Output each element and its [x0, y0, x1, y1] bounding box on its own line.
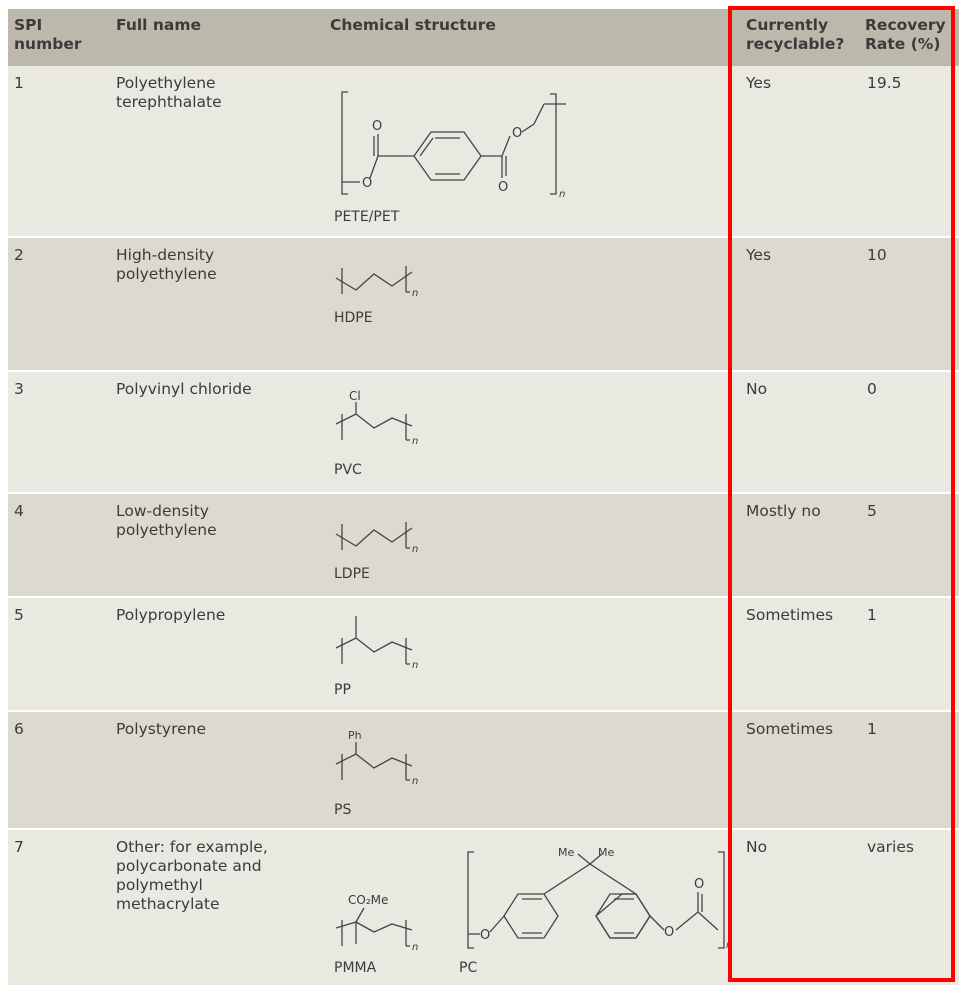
- svg-text:O: O: [498, 180, 508, 195]
- row-divider: [8, 596, 959, 598]
- svg-text:O: O: [480, 928, 490, 943]
- header-recovery-rate: Recovery Rate (%): [865, 16, 946, 53]
- recovery-rate: 10: [867, 246, 887, 264]
- table-row: 4 Low-density polyethylene n LDPE Mostly…: [8, 494, 959, 596]
- svg-text:Me: Me: [598, 846, 614, 859]
- header-spi-number: SPI number: [14, 16, 82, 53]
- structure-abbreviation: PP: [334, 682, 351, 698]
- svg-text:O: O: [372, 119, 382, 134]
- structure-abbreviation: PMMA: [334, 960, 377, 976]
- recyclable-status: No: [746, 380, 768, 398]
- table-row: 3 Polyvinyl chloride Cl n PVC No 0: [8, 372, 959, 492]
- spi-number: 2: [14, 246, 24, 264]
- svg-text:n: n: [412, 436, 418, 447]
- full-name: Polyethylene terephthalate: [116, 74, 222, 111]
- pvc-structure: Cl n: [335, 389, 418, 447]
- svg-text:Ph: Ph: [348, 729, 362, 742]
- spi-number: 3: [14, 380, 24, 398]
- svg-text:O: O: [512, 126, 522, 141]
- spi-number: 7: [14, 838, 24, 856]
- row-divider: [8, 370, 959, 372]
- structure-abbreviation: HDPE: [334, 310, 373, 326]
- spi-number: 5: [14, 606, 24, 624]
- full-name: High-density polyethylene: [116, 246, 217, 283]
- highlight-box: [728, 6, 955, 982]
- recyclable-status: Sometimes: [746, 606, 834, 624]
- row-divider: [8, 828, 959, 830]
- table-row: 1 Polyethylene terephthalate: [8, 66, 959, 236]
- table-row: 7 Other: for example, polycarbonate and …: [8, 830, 959, 985]
- structure-abbreviation: PVC: [334, 462, 362, 478]
- recyclable-status: Sometimes: [746, 720, 834, 738]
- spi-number: 4: [14, 502, 24, 520]
- svg-text:O: O: [362, 176, 372, 191]
- recyclable-status: No: [746, 838, 768, 856]
- header-full-name: Full name: [116, 16, 202, 34]
- table-row: 5 Polypropylene n PP Sometimes 1: [8, 598, 959, 710]
- hdpe-structure: n: [335, 266, 418, 299]
- recovery-rate: 1: [867, 606, 877, 624]
- svg-text:CO₂Me: CO₂Me: [348, 893, 388, 907]
- svg-text:O: O: [664, 925, 674, 940]
- recovery-rate: 1: [867, 720, 877, 738]
- recovery-rate: 5: [867, 502, 877, 520]
- recyclable-status: Mostly no: [746, 502, 821, 520]
- structure-abbreviation: PS: [334, 802, 352, 818]
- svg-text:Me: Me: [558, 846, 574, 859]
- header-currently-recyclable: Currently recyclable?: [746, 16, 845, 53]
- recovery-rate: varies: [867, 838, 914, 856]
- row-divider: [8, 492, 959, 494]
- recyclable-status: Yes: [746, 74, 772, 92]
- svg-text:n: n: [412, 776, 418, 787]
- table-row: 2 High-density polyethylene n HDPE Yes 1…: [8, 238, 959, 370]
- svg-text:O: O: [694, 877, 704, 892]
- row-divider: [8, 710, 959, 712]
- pmma-structure: CO₂Me n: [335, 893, 418, 953]
- pp-structure: n: [335, 616, 418, 671]
- recyclable-status: Yes: [746, 246, 772, 264]
- svg-text:n: n: [559, 189, 565, 200]
- ldpe-structure: n: [335, 522, 418, 555]
- spi-number: 6: [14, 720, 24, 738]
- ps-structure: Ph n: [335, 729, 418, 787]
- spi-number: 1: [14, 74, 24, 92]
- structure-abbreviation-2: PC: [459, 960, 478, 976]
- svg-text:Cl: Cl: [349, 389, 361, 403]
- svg-text:n: n: [412, 544, 418, 555]
- full-name: Polystyrene: [116, 720, 207, 738]
- svg-text:n: n: [412, 288, 418, 299]
- table-header: SPI number Full name Chemical structure …: [8, 9, 959, 66]
- svg-text:n: n: [412, 942, 418, 953]
- pc-structure: O O O Me Me n: [467, 846, 732, 951]
- recovery-rate: 0: [867, 380, 877, 398]
- header-chemical-structure: Chemical structure: [330, 16, 496, 34]
- row-divider: [8, 236, 959, 238]
- recovery-rate: 19.5: [867, 74, 902, 92]
- full-name: Polyvinyl chloride: [116, 380, 252, 398]
- svg-text:n: n: [412, 660, 418, 671]
- full-name: Polypropylene: [116, 606, 226, 624]
- pet-structure: O O O O n: [341, 91, 566, 200]
- full-name: Other: for example, polycarbonate and po…: [116, 838, 268, 913]
- structure-abbreviation: LDPE: [334, 566, 370, 582]
- structure-abbreviation: PETE/PET: [334, 209, 400, 225]
- full-name: Low-density polyethylene: [116, 502, 217, 539]
- table-row: 6 Polystyrene Ph n PS Sometimes 1: [8, 712, 959, 828]
